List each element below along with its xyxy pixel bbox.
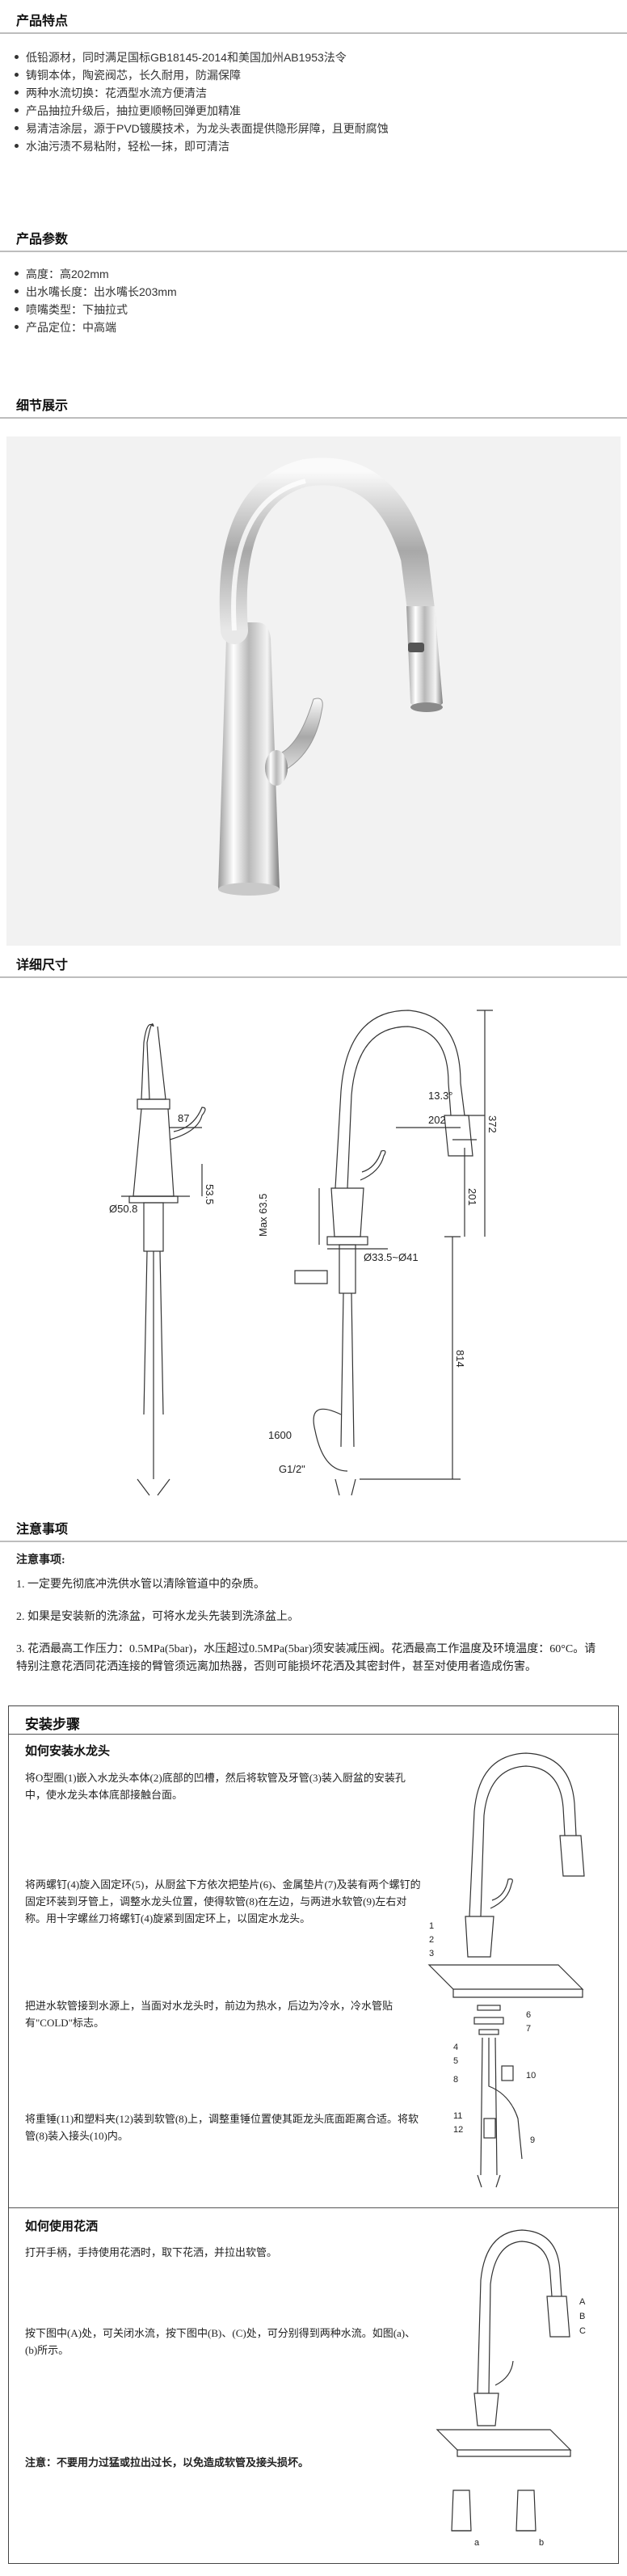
dim-87: 87 [178, 1112, 189, 1124]
list-item: 出水嘴长度：出水嘴长203mm [10, 283, 177, 301]
install-warning: 注意：不要用力过猛或拉出过长，以免造成软管及接头损坏。 [25, 2456, 309, 2468]
install-step6: 按下图中(A)处，可关闭水流，按下图中(B)、(C)处，可分别得到两种水流。如图… [25, 2327, 416, 2356]
notes-item: 2. 如果是安装新的洗涤盆，可将水龙头先装到洗涤盆上。 [16, 1611, 299, 1623]
dim-max: Max 63.5 [257, 1194, 269, 1237]
callout: 7 [526, 2024, 531, 2034]
install-step1: 将O型圈(1)嵌入水龙头本体(2)底部的凹槽，然后将软管及牙管(3)装入厨盆的安… [25, 1772, 406, 1801]
callout: 9 [530, 2135, 535, 2145]
install-sub1: 如何安装水龙头 [25, 1744, 111, 1758]
list-item: 铸铜本体，陶瓷阀芯，长久耐用，防漏保障 [10, 66, 389, 84]
notes-title: 注意事项 [16, 1523, 69, 1537]
dim-13: 13.3° [428, 1090, 453, 1102]
detail-title: 细节展示 [16, 399, 69, 413]
notes-heading: 注意事项: [16, 1554, 65, 1566]
dim-53: 53.5 [204, 1184, 216, 1204]
notes-divider [0, 1541, 627, 1542]
dim-814: 814 [454, 1350, 466, 1368]
list-item: 产品定位：中高端 [10, 318, 177, 336]
callout: 2 [429, 1935, 434, 1945]
list-item: 产品抽拉升级后，抽拉更顺畅回弹更加精准 [10, 102, 389, 120]
params-divider [0, 251, 627, 252]
dimensions-title: 详细尺寸 [16, 959, 69, 972]
list-item: 易清洁涂层，源于PVD镀膜技术，为龙头表面提供隐形屏障，且更耐腐蚀 [10, 120, 389, 137]
dim-1600: 1600 [268, 1429, 292, 1441]
callout: 3 [429, 1949, 434, 1958]
detail-divider [0, 417, 627, 419]
features-divider [0, 32, 627, 34]
install-step5: 打开手柄，手持使用花洒时，取下花洒，并拉出软管。 [25, 2246, 278, 2258]
list-item: 低铅源材，同时满足国标GB18145-2014和美国加州AB1953法令 [10, 48, 389, 66]
install-divider [9, 1734, 618, 1735]
callout: 1 [429, 1921, 434, 1931]
callout: 11 [453, 2111, 462, 2121]
dim-50: Ø50.8 [109, 1203, 137, 1215]
install-divider-2 [9, 2207, 618, 2208]
install-diagram: 1 2 3 4 5 6 7 8 9 10 11 12 [427, 1752, 585, 2188]
install-step4: 将重锤(11)和塑料夹(12)装到软管(8)上，调整重锤位置使其距龙头底面距离合… [25, 2113, 419, 2142]
dim-201: 201 [466, 1188, 478, 1206]
callout: B [579, 2312, 585, 2321]
notes-item: 3. 花洒最高工作压力：0.5MPa(5bar)，水压超过0.5MPa(5bar… [16, 1643, 596, 1673]
callout: a [474, 2538, 480, 2548]
dimensions-divider [0, 976, 627, 978]
install-sub2: 如何使用花洒 [25, 2220, 99, 2233]
params-list: 高度：高202mm 出水嘴长度：出水嘴长203mm 喷嘴类型：下抽拉式 产品定位… [10, 265, 177, 336]
callout: C [579, 2326, 586, 2336]
callout: 8 [453, 2075, 458, 2085]
dim-202: 202 [428, 1114, 446, 1126]
callout: A [579, 2297, 586, 2307]
install-title: 安装步骤 [25, 1717, 80, 1732]
callout: b [539, 2538, 544, 2548]
callout: 5 [453, 2056, 458, 2066]
list-item: 喷嘴类型：下抽拉式 [10, 301, 177, 318]
install-frame: 安装步骤 如何安装水龙头 将O型圈(1)嵌入水龙头本体(2)底部的凹槽，然后将软… [8, 1705, 619, 2564]
faucet-photo [6, 436, 621, 946]
callout: 4 [453, 2043, 458, 2052]
dimension-drawing: 87 Ø50.8 53.5 202 13.3° 372 201 Max 63.5… [8, 994, 619, 1511]
install-step3: 把进水软管接到水源上，当面对水龙头时，前边为热水，后边为冷水，冷水管贴有"COL… [25, 2000, 393, 2029]
list-item: 水油污渍不易粘附，轻松一抹，即可清洁 [10, 137, 389, 155]
notes-item: 1. 一定要先彻底冲洗供水管以清除管道中的杂质。 [16, 1579, 265, 1591]
features-title: 产品特点 [16, 15, 69, 28]
list-item: 高度：高202mm [10, 265, 177, 283]
features-list: 低铅源材，同时满足国标GB18145-2014和美国加州AB1953法令 铸铜本… [10, 48, 389, 155]
install-step2: 将两螺钉(4)旋入固定环(5)，从厨盆下方依次把垫片(6)、金属垫片(7)及装有… [25, 1878, 421, 1925]
callout: 6 [526, 2010, 531, 2020]
callout: 10 [526, 2071, 536, 2081]
dim-372: 372 [486, 1115, 499, 1133]
dim-g12: G1/2" [279, 1463, 305, 1475]
spray-diagram: A B C a b [436, 2229, 586, 2548]
list-item: 两种水流切换：花洒型水流方便清洁 [10, 84, 389, 102]
params-title: 产品参数 [16, 233, 69, 247]
callout: 12 [453, 2125, 463, 2135]
dim-hole: Ø33.5~Ø41 [364, 1251, 419, 1263]
